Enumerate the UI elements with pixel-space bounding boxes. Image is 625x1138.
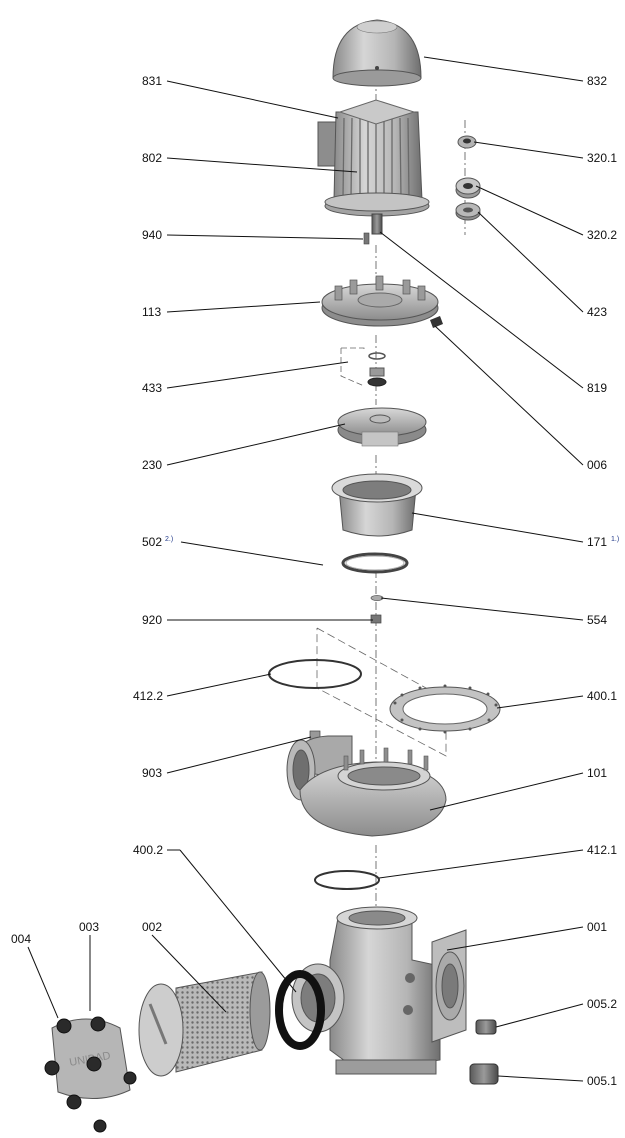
- part-940-key: [363, 232, 370, 245]
- label-412-2: 412.2: [133, 689, 163, 703]
- label-802: 802: [142, 151, 162, 165]
- label-940: 940: [142, 228, 162, 242]
- footnote-mark-502: 2.): [165, 536, 173, 543]
- assembly-bracket: [316, 627, 447, 757]
- part-320-2-bearing: [455, 177, 481, 199]
- label-101: 101: [587, 766, 607, 780]
- part-230-impeller: [337, 407, 427, 447]
- part-005-1-plug: [469, 1063, 499, 1085]
- label-423: 423: [587, 305, 607, 319]
- part-400-1-gasket: [389, 684, 501, 734]
- part-400-2-gasket: [275, 970, 325, 1050]
- part-412-2-o-ring: [268, 659, 362, 689]
- part-001-suction-housing: [291, 906, 467, 1075]
- part-171-diffuser: [331, 473, 423, 537]
- part-320-1-bearing: [457, 135, 477, 149]
- part-920-nut: [370, 614, 382, 624]
- part-502-casing-wear-ring: [341, 552, 409, 574]
- label-831: 831: [142, 74, 162, 88]
- label-002: 002: [142, 920, 162, 934]
- label-412-1: 412.1: [587, 843, 617, 857]
- label-004: 004: [11, 932, 31, 946]
- part-002-strainer-basket: [138, 971, 271, 1077]
- left-labels: 831 802 940 113 433 230 502 2.) 920 412.…: [11, 74, 173, 946]
- label-819: 819: [587, 381, 607, 395]
- part-412-1-o-ring: [314, 870, 380, 890]
- label-001: 001: [587, 920, 607, 934]
- label-554: 554: [587, 613, 607, 627]
- part-832-fan-cover: [332, 19, 422, 87]
- part-423-ring: [455, 202, 481, 221]
- label-400-2: 400.2: [133, 843, 163, 857]
- label-171: 171: [587, 535, 607, 549]
- label-433: 433: [142, 381, 162, 395]
- footnote-mark-171: 1.): [611, 536, 619, 543]
- part-433-mechanical-seal: [340, 347, 387, 387]
- part-005-2-plug: [475, 1019, 497, 1035]
- label-005-2: 005.2: [587, 997, 617, 1011]
- part-004-knobs: [44, 1016, 137, 1133]
- label-113: 113: [142, 305, 161, 319]
- label-230: 230: [142, 458, 162, 472]
- label-320-1: 320.1: [587, 151, 617, 165]
- label-003: 003: [79, 920, 99, 934]
- part-802-motor: [317, 99, 430, 235]
- label-832: 832: [587, 74, 607, 88]
- label-903: 903: [142, 766, 162, 780]
- label-502: 502: [142, 535, 162, 549]
- part-101-volute-casing: [286, 735, 447, 837]
- label-005-1: 005.1: [587, 1074, 617, 1088]
- label-920: 920: [142, 613, 162, 627]
- label-320-2: 320.2: [587, 228, 617, 242]
- right-labels: 832 320.1 320.2 423 819 006 171 1.) 554 …: [587, 74, 619, 1088]
- part-113-intermediate-casing: [321, 275, 443, 328]
- leader-lines: [27, 56, 584, 1082]
- label-006: 006: [587, 458, 607, 472]
- label-400-1: 400.1: [587, 689, 617, 703]
